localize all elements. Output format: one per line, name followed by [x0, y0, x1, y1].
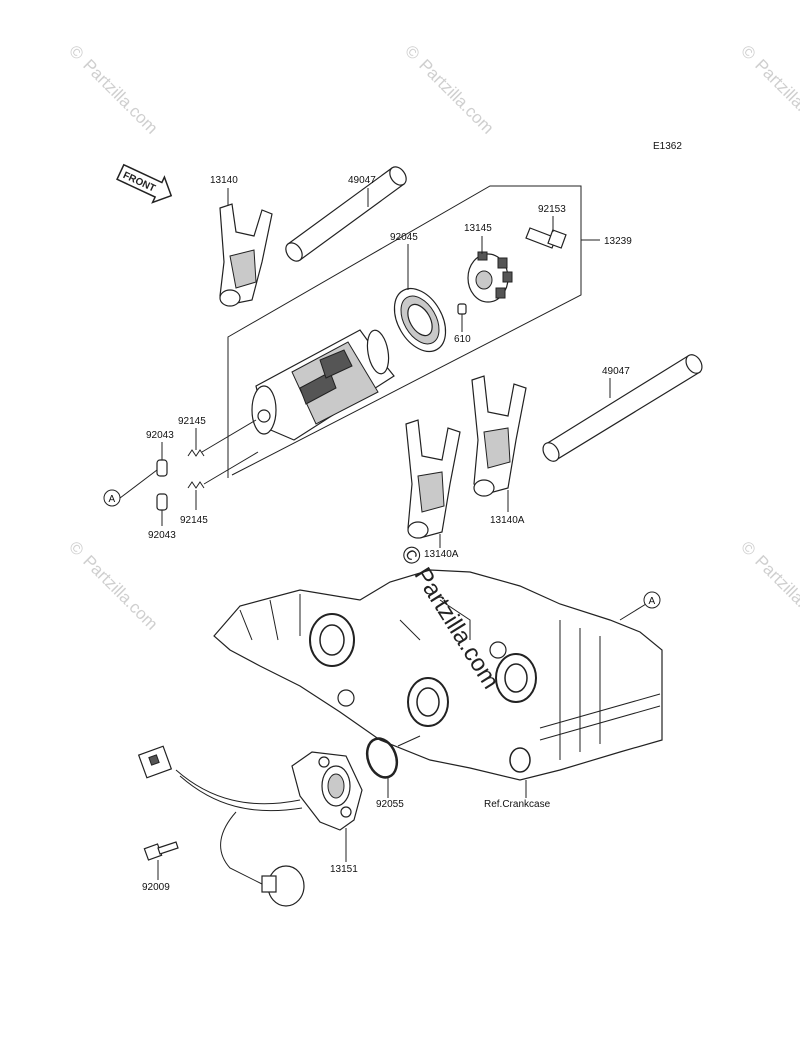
o-ring-92055[interactable]	[362, 734, 402, 781]
shift-fork-shaft-lower[interactable]	[540, 352, 705, 464]
front-arrow-icon: FRONT	[116, 163, 173, 204]
crankcase[interactable]	[213, 569, 663, 781]
label-92045: 92045	[390, 232, 418, 243]
diagram-code: E1362	[653, 141, 682, 152]
shift-fork-13140[interactable]	[219, 203, 273, 307]
ref-marker-text: A	[109, 494, 116, 505]
ref-marker-a-right: A	[619, 591, 661, 621]
shift-drum-cam-13145[interactable]	[467, 251, 513, 303]
bearing-92045[interactable]	[384, 280, 456, 361]
shift-fork-shaft-upper[interactable]	[282, 164, 409, 264]
watermark-text: Partzilla.com	[751, 56, 800, 138]
pin-610[interactable]	[457, 303, 467, 315]
bolt-92153[interactable]	[525, 227, 567, 249]
watermark-text: Partzilla.com	[415, 56, 497, 138]
label-49047-lower: 49047	[602, 366, 630, 377]
label-ref-crankcase: Ref.Crankcase	[484, 799, 551, 810]
label-92145-lower: 92145	[180, 515, 208, 526]
svg-text:©: ©	[737, 41, 760, 64]
label-13239: 13239	[604, 236, 632, 247]
label-49047-upper: 49047	[348, 175, 376, 186]
label-92055: 92055	[376, 799, 404, 810]
assembly-bracket	[227, 185, 582, 478]
label-92145-upper: 92145	[178, 416, 206, 427]
pin-92043-lower[interactable]	[156, 493, 168, 511]
pin-92043-upper[interactable]	[156, 459, 168, 477]
watermark-text: Partzilla.com	[79, 56, 161, 138]
watermark-text: Partzilla.com	[751, 552, 800, 634]
label-13151: 13151	[330, 864, 358, 875]
label-13145: 13145	[464, 223, 492, 234]
spring-92145-upper[interactable]	[187, 449, 205, 457]
svg-text:©: ©	[395, 541, 427, 571]
shift-fork-13140a-right[interactable]	[471, 375, 527, 497]
svg-text:©: ©	[401, 41, 424, 64]
svg-text:©: ©	[65, 41, 88, 64]
label-92043-lower: 92043	[148, 530, 176, 541]
gear-position-sensor-13151[interactable]	[137, 745, 363, 907]
label-610: 610	[454, 334, 471, 345]
label-92153: 92153	[538, 204, 566, 215]
label-13140: 13140	[210, 175, 238, 186]
svg-text:©: ©	[737, 537, 760, 560]
ref-marker-text: A	[649, 596, 656, 607]
spring-92145-lower[interactable]	[187, 481, 205, 489]
watermark-text: Partzilla.com	[79, 552, 161, 634]
shift-drum[interactable]	[251, 329, 395, 441]
label-92043-upper: 92043	[146, 430, 174, 441]
ref-marker-a-left: A	[103, 469, 158, 507]
svg-text:©: ©	[65, 537, 88, 560]
label-13140a-left: 13140A	[424, 549, 459, 560]
bolt-92009[interactable]	[143, 841, 179, 861]
label-92009: 92009	[142, 882, 170, 893]
label-13140a-right: 13140A	[490, 515, 525, 526]
shift-fork-13140a-left[interactable]	[405, 419, 461, 539]
